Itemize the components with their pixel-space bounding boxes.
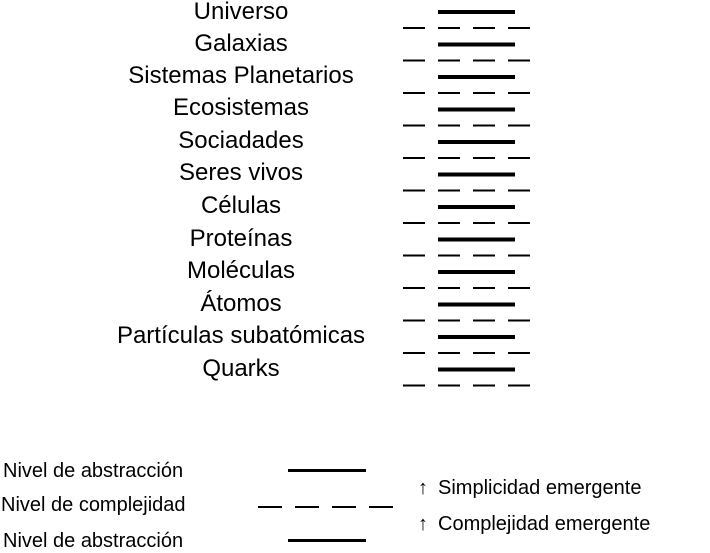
level-label-sistemas-planetarios: Sistemas Planetarios [128,62,354,89]
up-arrow-icon: ↑ [418,513,428,535]
level-label-seres-vivos: Seres vivos [178,159,304,186]
legend-label-complexity: Nivel de complejidad [1,494,186,516]
level-label-proteinas: Proteínas [189,225,293,252]
legend-label-abstraction-top: Nivel de abstracción [3,460,184,482]
level-label-atomos: Átomos [200,290,282,317]
level-label-particulas-subatomicas: Partículas subatómicas [116,322,366,349]
level-lines [403,10,541,387]
legend-dashed-line [258,506,398,508]
levels-diagram: Universo Galaxias Sistemas Planetarios E… [116,0,541,387]
emergent-simplicity-note: ↑ Simplicidad emergente [418,476,641,500]
level-label-celulas: Células [200,192,282,219]
level-label-quarks: Quarks [202,355,280,382]
up-arrow-icon: ↑ [418,477,428,499]
legend-solid-line-top [288,469,366,472]
legend-solid-line-bottom [288,539,366,542]
level-label-universo: Universo [193,0,289,25]
emergent-complexity-label: Complejidad emergente [438,513,651,535]
level-label-sociadades: Sociadades [178,127,304,154]
emergent-complexity-note: ↑ Complejidad emergente [418,512,650,536]
level-label-moleculas: Moléculas [186,257,296,284]
level-label-ecosistemas: Ecosistemas [172,94,310,121]
emergent-simplicity-label: Simplicidad emergente [438,477,642,499]
legend-label-abstraction-bottom: Nivel de abstracción [3,530,184,552]
level-label-galaxias: Galaxias [194,30,288,57]
